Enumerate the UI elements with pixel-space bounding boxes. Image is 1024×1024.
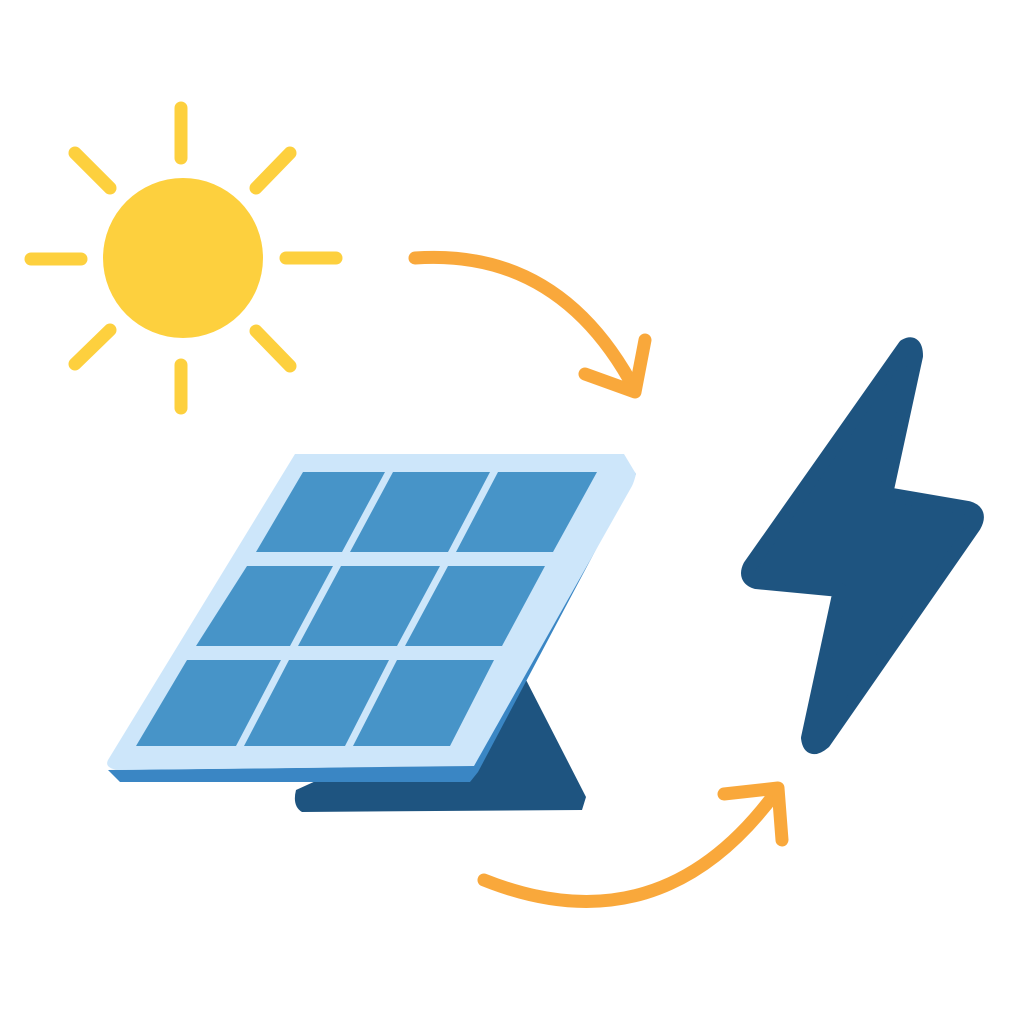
panel-cell	[350, 472, 490, 552]
solar-panel-icon	[107, 454, 637, 782]
arrow-shaft	[477, 785, 783, 908]
sun-icon	[24, 101, 343, 415]
panel-cells	[136, 472, 597, 746]
panel-cell	[353, 660, 494, 746]
arrowhead	[578, 333, 652, 399]
curved-arrow-icon	[477, 781, 789, 908]
panel-cell	[298, 566, 440, 646]
panel-cell	[456, 472, 597, 552]
curved-arrow-icon	[408, 250, 652, 399]
lightning-bolt-icon	[741, 337, 984, 755]
arrow-shaft	[408, 250, 642, 397]
panel-cell	[196, 566, 333, 646]
sun-rays	[24, 101, 343, 415]
sun-disc	[103, 178, 263, 338]
arrowhead	[717, 781, 789, 847]
panel-cell	[405, 566, 545, 646]
panel-cell	[136, 660, 281, 746]
panel-cell	[256, 472, 385, 552]
panel-cell	[244, 660, 389, 746]
